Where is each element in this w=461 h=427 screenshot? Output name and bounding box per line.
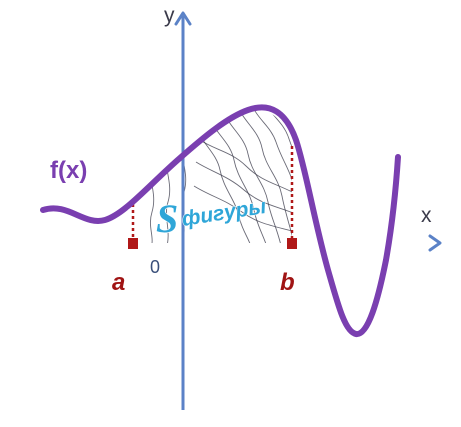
area-label: S фигуры (155, 194, 268, 241)
bound-b-label: b (280, 269, 295, 296)
area-subscript: фигуры (180, 195, 268, 231)
function-label: f(x) (50, 157, 87, 184)
function-curve (40, 104, 401, 337)
y-axis (174, 11, 192, 410)
origin-label: 0 (150, 257, 160, 277)
x-axis (6, 234, 442, 252)
bound-b-marker (287, 238, 297, 249)
x-axis-label: x (421, 204, 432, 227)
bound-a-label: a (112, 269, 125, 296)
area-symbol: S (156, 196, 178, 241)
bound-a-marker (128, 238, 138, 249)
y-axis-label: y (164, 4, 175, 27)
